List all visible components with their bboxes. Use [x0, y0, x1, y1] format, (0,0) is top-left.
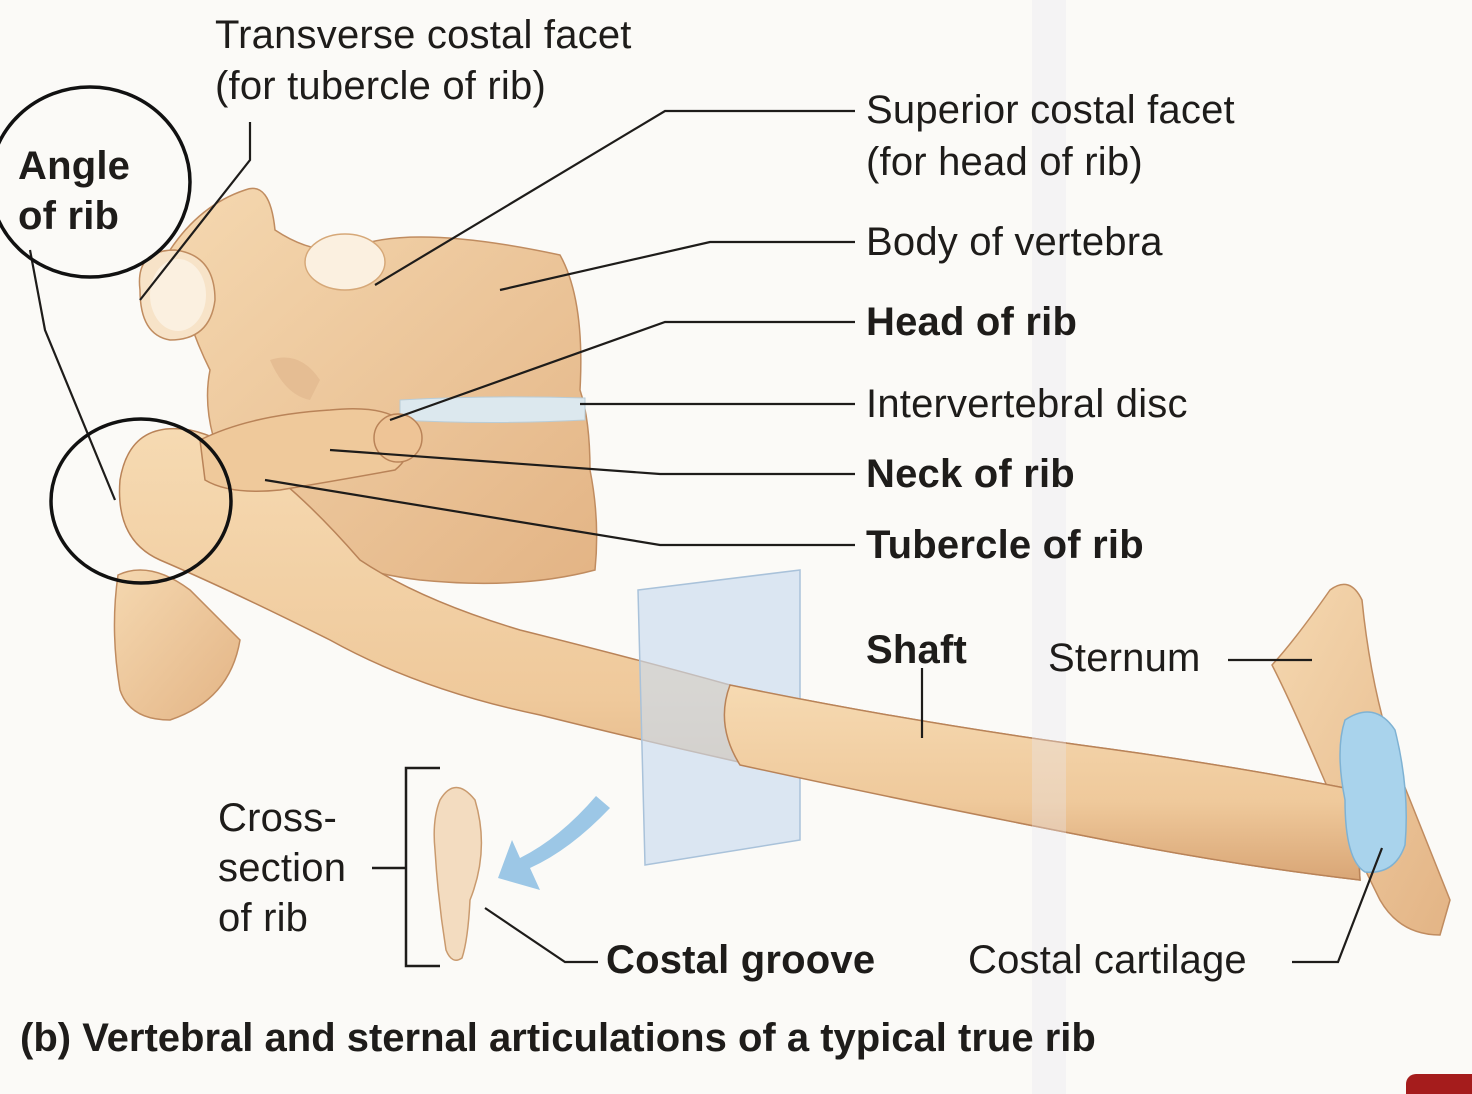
label-cross-section-line1: Cross-: [218, 796, 337, 840]
transverse-process-lower: [113, 569, 241, 721]
label-intervertebral-disc: Intervertebral disc: [866, 382, 1188, 426]
rib-shaft-front: [723, 684, 1361, 881]
leader-neck: [329, 448, 855, 476]
leader-lines: [28, 109, 1384, 964]
label-costal-groove: Costal groove: [606, 938, 876, 982]
page-fold: [1032, 0, 1066, 1094]
leader-costal-groove: [484, 907, 598, 964]
label-angle-of-rib-line2: of rib: [18, 194, 120, 238]
label-body-of-vertebra: Body of vertebra: [866, 220, 1163, 264]
label-cross-section-line3: of rib: [218, 896, 309, 940]
leader-head: [389, 320, 855, 422]
label-shaft: Shaft: [866, 628, 967, 672]
label-sternum: Sternum: [1048, 636, 1201, 680]
label-head-of-rib: Head of rib: [866, 300, 1078, 344]
transverse-facet-surface: [150, 259, 206, 331]
angle-of-rib-circle: [49, 417, 233, 585]
superior-costal-facet-shape: [304, 233, 386, 291]
leader-transverse-facet: [139, 122, 252, 301]
vertebra-notch: [270, 357, 320, 400]
rib-head-shape: [373, 413, 423, 463]
cross-section-bracket: [404, 766, 440, 968]
leader-costal-cartilage: [1292, 847, 1384, 964]
label-cross-section-line2: section: [218, 846, 347, 890]
label-superior-costal-facet-note: (for head of rib): [866, 140, 1143, 184]
corner-tab: [1406, 1074, 1472, 1094]
leader-body: [499, 240, 855, 292]
leader-tubercle: [264, 478, 855, 547]
intervertebral-disc-shape: [399, 396, 586, 423]
angle-label-circle: [0, 85, 192, 279]
figure-caption: (b) Vertebral and sternal articulations …: [20, 1016, 1096, 1060]
costal-cartilage-shape: [1339, 711, 1407, 873]
leader-superior-facet: [374, 109, 855, 286]
label-angle-of-rib-line1: Angle: [18, 144, 131, 188]
label-costal-cartilage: Costal cartilage: [968, 938, 1247, 982]
label-tubercle-of-rib: Tubercle of rib: [866, 523, 1144, 567]
cross-section-specimen: [433, 786, 483, 961]
label-neck-of-rib: Neck of rib: [866, 452, 1075, 496]
section-plane: [637, 569, 801, 866]
section-arrow: [498, 796, 610, 890]
label-superior-costal-facet: Superior costal facet: [866, 88, 1235, 132]
leader-angle-of-rib: [28, 249, 117, 501]
label-transverse-costal-facet-note: (for tubercle of rib): [215, 64, 546, 108]
label-transverse-costal-facet: Transverse costal facet: [215, 13, 632, 57]
